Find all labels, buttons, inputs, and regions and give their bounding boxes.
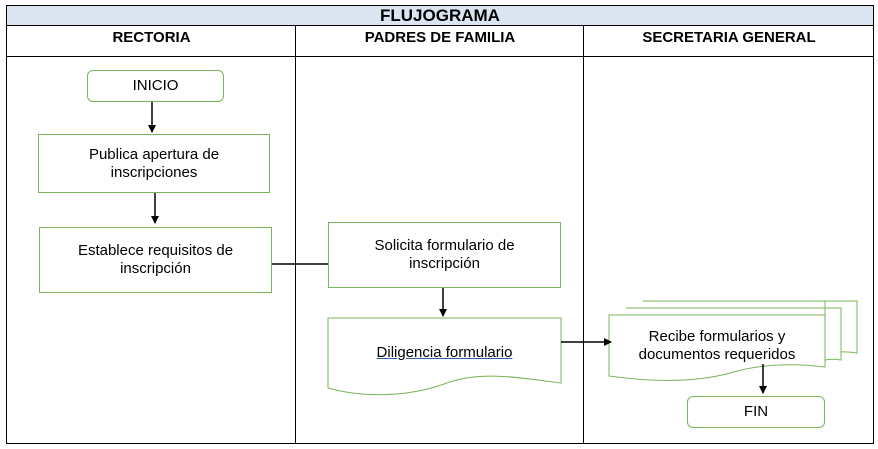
lane-padres (295, 57, 584, 444)
lane-header-padres: PADRES DE FAMILIA (295, 26, 584, 57)
node-publica: Publica apertura de inscripciones (38, 134, 270, 193)
node-diligencia-label: Diligencia formulario (376, 344, 513, 361)
diagram-title: FLUJOGRAMA (6, 5, 874, 26)
lane-header-rectoria: RECTORIA (6, 26, 296, 57)
node-recibe-label: Recibe formularios y documentos requerid… (638, 328, 796, 363)
lane-header-secretaria: SECRETARIA GENERAL (583, 26, 874, 57)
node-fin: FIN (687, 396, 825, 428)
node-establece: Establece requisitos de inscripción (39, 227, 272, 293)
node-inicio: INICIO (87, 70, 224, 102)
right-border (873, 26, 874, 444)
node-solicita: Solicita formulario de inscripción (328, 222, 561, 288)
lane-rectoria (6, 57, 296, 444)
diligencia-document-shape (327, 317, 562, 396)
lane-secretaria (583, 57, 874, 444)
recibe-document-front (608, 314, 826, 381)
